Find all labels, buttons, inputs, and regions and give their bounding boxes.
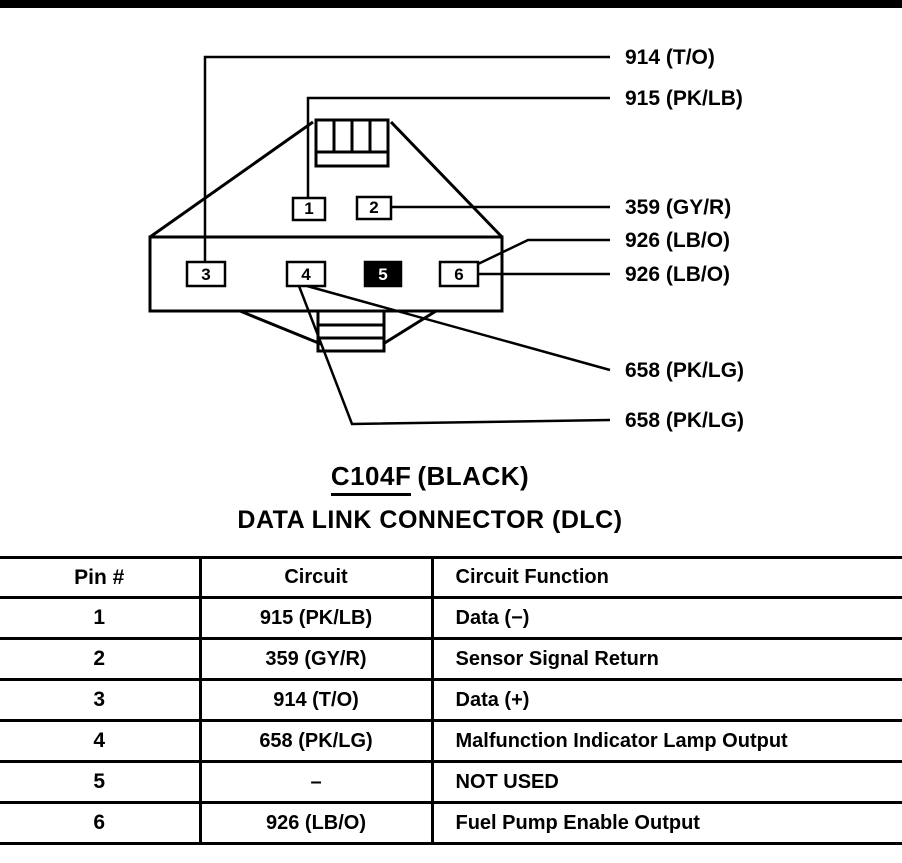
cell-circuit-function: Fuel Pump Enable Output — [432, 801, 902, 845]
col-header-pin: Pin # — [0, 556, 202, 599]
cell-circuit-function: Malfunction Indicator Lamp Output — [432, 719, 902, 763]
pin-6-number: 6 — [454, 265, 463, 284]
leader-lines — [203, 55, 611, 426]
wire-labels: 914 (T/O) 915 (PK/LB) 359 (GY/R) 926 (LB… — [625, 46, 744, 432]
cell-circuit-function: Data (−) — [432, 596, 902, 640]
pin-2-slot — [355, 195, 393, 221]
cell-pin-number: 4 — [0, 719, 202, 763]
cell-circuit: 926 (LB/O) — [200, 801, 434, 845]
leader-line-658-b — [297, 285, 611, 426]
pin-4-slot — [285, 260, 327, 288]
table-row-pin-2: 2 359 (GY/R) Sensor Signal Return — [0, 637, 902, 681]
pin-1-slot — [291, 196, 327, 222]
bottom-right-edge — [382, 309, 437, 346]
pin-2-number: 2 — [369, 198, 378, 217]
cell-pin-number: 2 — [0, 637, 202, 681]
pin-5-slot — [363, 260, 403, 288]
connector-diagram: 1 2 3 4 5 6 914 (T/O) 915 (PK/LB) 359 (G… — [148, 46, 744, 432]
connector-pins: 1 2 3 4 5 6 — [185, 195, 480, 288]
pinout-table: Pin # Circuit Circuit Function 1 915 (PK… — [0, 556, 902, 845]
cell-circuit-function: Data (+) — [432, 678, 902, 722]
pin-1-number: 1 — [304, 199, 313, 218]
funnel-left-edge — [149, 120, 314, 239]
cell-circuit: 359 (GY/R) — [200, 637, 434, 681]
pin-3-number: 3 — [201, 265, 210, 284]
leader-line-926-a — [477, 238, 610, 266]
cell-circuit: – — [200, 760, 434, 804]
leader-line-915 — [306, 96, 610, 199]
pin-5-number: 5 — [378, 265, 387, 284]
cell-circuit: 658 (PK/LG) — [200, 719, 434, 763]
wire-label-914-to: 914 (T/O) — [625, 46, 715, 69]
connector-color-note: (BLACK) — [417, 461, 530, 491]
cell-circuit: 915 (PK/LB) — [200, 596, 434, 640]
wire-label-915-pklb: 915 (PK/LB) — [625, 87, 743, 110]
cell-circuit-function: Sensor Signal Return — [432, 637, 902, 681]
leader-line-914 — [203, 55, 610, 263]
pin-4-number: 4 — [301, 265, 311, 284]
cell-circuit: 914 (T/O) — [200, 678, 434, 722]
wire-label-359-gyr: 359 (GY/R) — [625, 196, 731, 219]
connector-bottom-stack — [316, 309, 386, 353]
wire-label-658-pklg-b: 658 (PK/LG) — [625, 409, 744, 432]
wire-label-926-lbo-a: 926 (LB/O) — [625, 229, 730, 252]
leader-line-658-a — [306, 284, 611, 372]
connector-title-line: C104F(BLACK) — [0, 461, 860, 496]
header-row: Pin # Circuit Circuit Function — [0, 556, 902, 599]
cell-pin-number: 1 — [0, 596, 202, 640]
table-row-pin-4: 4 658 (PK/LG) Malfunction Indicator Lamp… — [0, 719, 902, 763]
connector-id: C104F — [330, 461, 412, 496]
connector-outline — [148, 118, 504, 353]
col-header-function: Circuit Function — [432, 556, 902, 599]
cell-circuit-function: NOT USED — [432, 760, 902, 804]
pin-6-slot — [438, 260, 480, 288]
table-row-pin-6: 6 926 (LB/O) Fuel Pump Enable Output — [0, 801, 902, 845]
table-row-pin-1: 1 915 (PK/LB) Data (−) — [0, 596, 902, 640]
pin-3-slot — [185, 260, 227, 288]
table-row-pin-3: 3 914 (T/O) Data (+) — [0, 678, 902, 722]
wire-label-926-lbo-b: 926 (LB/O) — [625, 263, 730, 286]
cell-pin-number: 5 — [0, 760, 202, 804]
top-divider-bar — [0, 0, 902, 8]
connector-top-band — [314, 150, 390, 168]
cell-pin-number: 6 — [0, 801, 202, 845]
wire-label-658-pklg-a: 658 (PK/LG) — [625, 359, 744, 382]
cell-pin-number: 3 — [0, 678, 202, 722]
connector-subtitle: DATA LINK CONNECTOR (DLC) — [237, 506, 623, 534]
bottom-left-edge — [239, 309, 322, 346]
col-header-circuit: Circuit — [200, 556, 434, 599]
table-row-pin-5: 5 – NOT USED — [0, 760, 902, 804]
diagram-caption: C104F(BLACK) DATA LINK CONNECTOR (DLC) — [0, 461, 860, 535]
funnel-right-edge — [389, 120, 504, 239]
